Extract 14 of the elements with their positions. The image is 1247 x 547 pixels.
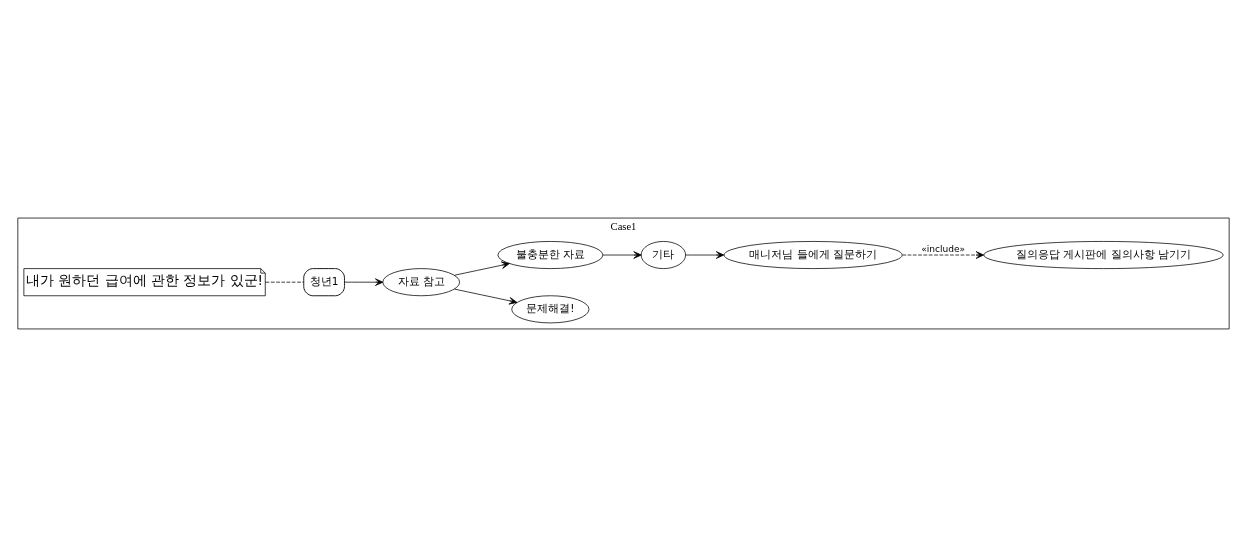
node-ellipse: 질의응답 게시판에 질의사항 남기기	[983, 241, 1224, 269]
edge-label: «include»	[921, 244, 966, 255]
node-ellipse: 기타	[640, 241, 686, 269]
connector	[264, 281, 304, 283]
node-ellipse: 매니저님 들에게 질문하기	[723, 241, 903, 269]
arrow	[602, 251, 642, 259]
node-ellipse: 자료 참고	[382, 268, 460, 297]
node-ellipse: 문제해결!	[511, 295, 590, 324]
arrow	[902, 251, 985, 259]
arrow	[685, 251, 725, 259]
arrow	[454, 261, 510, 276]
node-box: 청년1	[303, 268, 345, 297]
arrow	[344, 278, 384, 286]
arrow	[454, 288, 518, 305]
